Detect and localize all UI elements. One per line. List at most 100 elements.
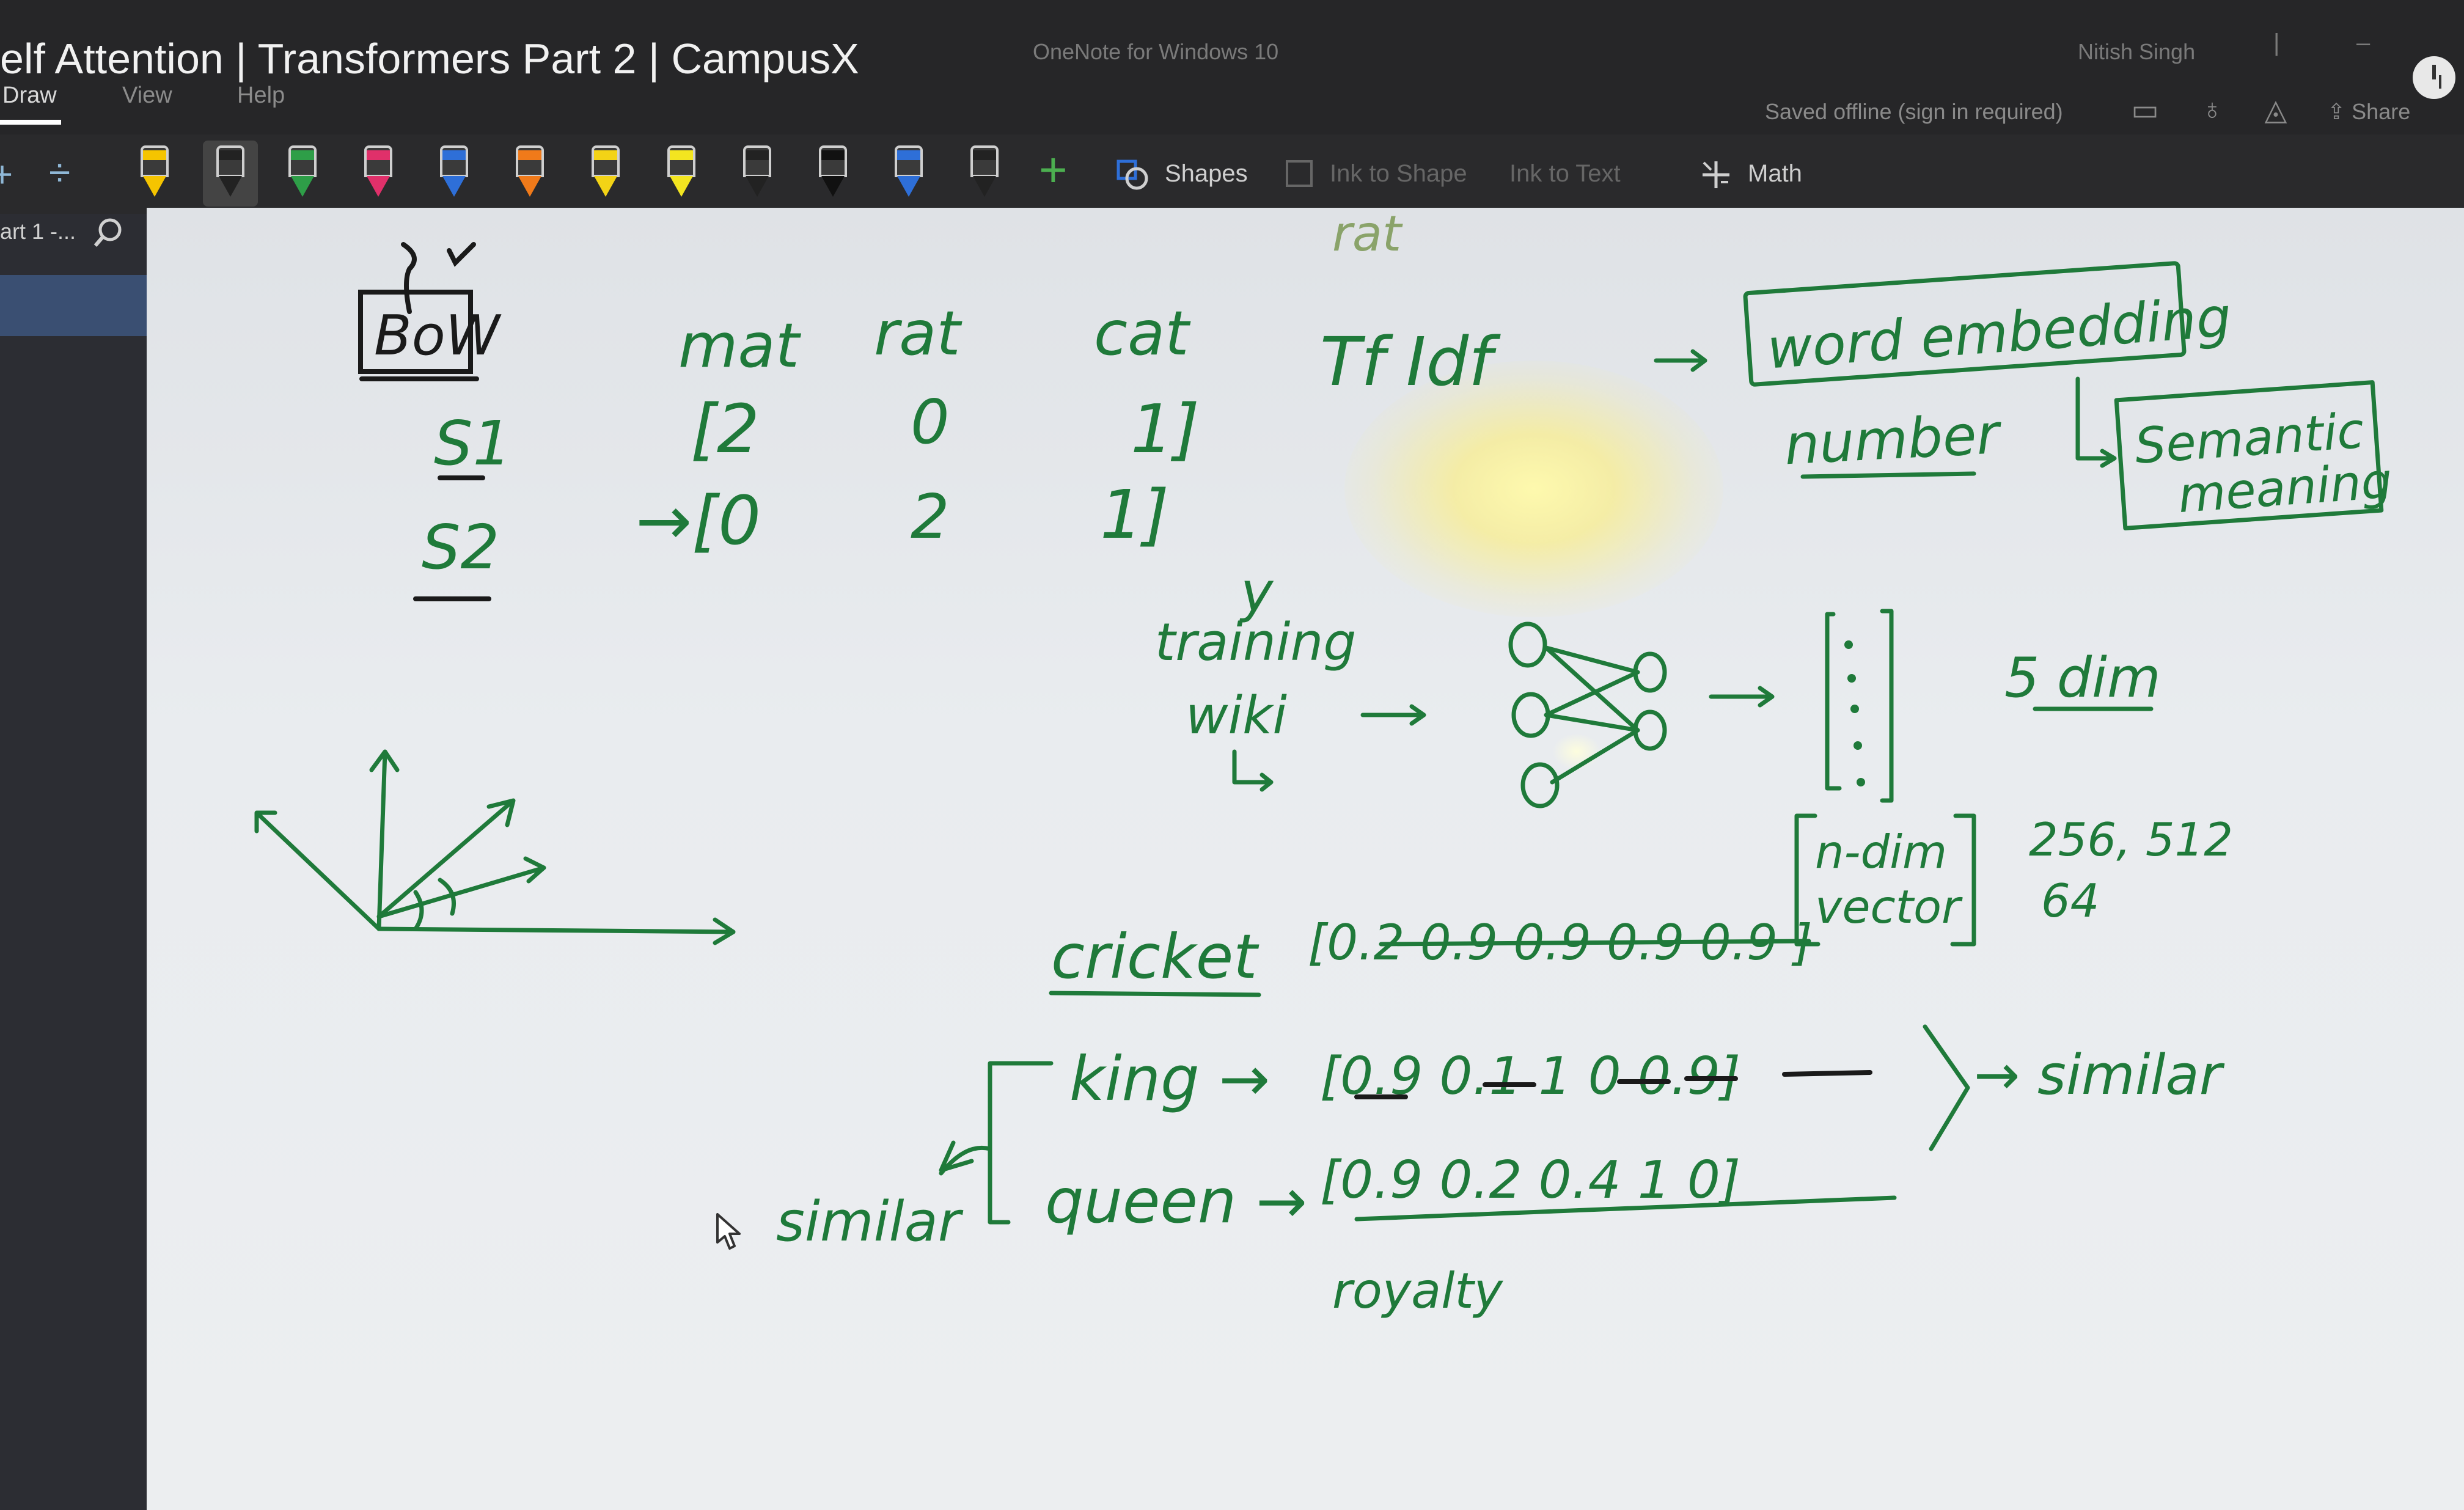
pen-tool-5[interactable]	[502, 141, 557, 207]
title-bar: elf Attention | Transformers Part 2 | Ca…	[0, 0, 2464, 99]
user-name[interactable]: Nitish Singh	[2078, 39, 2196, 64]
rat-top-label: rat	[1332, 205, 1403, 262]
row2-mat: →[0	[636, 482, 761, 560]
window-title: elf Attention | Transformers Part 2 | Ca…	[0, 35, 859, 82]
minimize-icon[interactable]: –	[2356, 29, 2370, 56]
semantic-meaning-box	[2114, 380, 2384, 530]
vector-dots	[1844, 640, 1865, 786]
similar-right-brace	[1923, 1024, 1970, 1151]
pen-tool-7[interactable]	[654, 141, 709, 207]
highlighter-icon	[743, 145, 771, 197]
similar-right-label: → similar	[1974, 1043, 2225, 1107]
highlighter-icon	[667, 145, 695, 197]
word-embedding-box	[1743, 261, 2187, 387]
add-icon[interactable]: +	[0, 154, 13, 195]
pen-icon	[819, 145, 847, 197]
queen-underline	[1354, 1195, 1897, 1222]
search-icon[interactable]	[92, 216, 126, 251]
arrow-to-network	[1360, 704, 1426, 726]
cricket-label: cricket	[1051, 921, 1260, 992]
dims-label: 256, 512	[2029, 813, 2233, 867]
bow-label: BoW	[374, 304, 502, 368]
shapes-icon[interactable]	[1116, 158, 1150, 192]
notification-divider-icon: |	[2273, 29, 2280, 56]
pen-tool-0[interactable]	[127, 141, 182, 207]
ink-to-text-button[interactable]: Ink to Text	[1509, 160, 1621, 187]
row1-mat: [2	[691, 390, 760, 468]
pen-icon	[592, 145, 620, 197]
pen-icon	[216, 145, 244, 197]
row2-rat: 2	[911, 481, 950, 552]
pen-tool-10[interactable]	[881, 141, 936, 207]
selected-page-item[interactable]	[0, 275, 147, 336]
wiki-label: wiki	[1186, 686, 1287, 746]
mouse-cursor-icon	[716, 1213, 741, 1250]
row2-cat: 1]	[1100, 475, 1169, 554]
draw-toolbar: + ÷ + Shapes Ink to Shape Ink to Text Ma…	[0, 134, 2464, 214]
arrow-to-word-embedding	[1654, 349, 1707, 372]
pen-icon	[288, 145, 317, 197]
ink-to-shape-icon[interactable]	[1283, 158, 1318, 192]
pen-tool-4[interactable]	[427, 141, 482, 207]
sticky-notes-icon[interactable]: ▭	[2131, 94, 2159, 126]
five-dim-label: 5 dim	[2004, 646, 2161, 710]
bow-check-mark	[401, 242, 476, 314]
screen-glare	[1344, 361, 1723, 617]
pen-tool-3[interactable]	[351, 141, 406, 207]
y-mark: y	[1239, 560, 1274, 625]
page-list-panel: art 1 -...	[0, 214, 147, 1510]
share-button[interactable]: ⇪ Share	[2327, 99, 2410, 125]
vector-brackets	[1825, 609, 1894, 803]
pen-tool-8[interactable]	[730, 141, 785, 207]
shapes-button[interactable]: Shapes	[1165, 160, 1248, 187]
share-icon: ⇪	[2327, 99, 2352, 124]
tab-draw[interactable]: Draw	[2, 82, 57, 108]
tab-view[interactable]: View	[122, 82, 172, 108]
s2-label: S2	[422, 511, 499, 583]
training-label: training	[1155, 612, 1356, 673]
queen-label: queen →	[1045, 1165, 1307, 1237]
tab-help[interactable]: Help	[237, 82, 285, 108]
arrow-to-vector	[1709, 686, 1775, 708]
pen-tool-6[interactable]	[578, 141, 633, 207]
row1-cat: 1]	[1131, 390, 1200, 468]
cricket-underline	[1379, 939, 1811, 947]
pen-tool-9[interactable]	[805, 141, 860, 207]
n-dim-brackets	[1794, 813, 1976, 947]
similar-bracket	[939, 1061, 1054, 1225]
share-label: Share	[2352, 99, 2411, 124]
pen-icon	[516, 145, 544, 197]
similar-left-label: similar	[776, 1190, 964, 1254]
app-name: OneNote for Windows 10	[1033, 39, 1279, 64]
arrow-to-semantic	[2075, 376, 2117, 468]
lightbulb-icon[interactable]: ♁	[2201, 93, 2223, 126]
pen-tool-11[interactable]	[957, 141, 1012, 207]
ink-to-shape-button[interactable]: Ink to Shape	[1330, 160, 1467, 187]
page-list-item[interactable]: art 1 -...	[0, 219, 76, 244]
pen-icon	[970, 145, 999, 197]
header-rat: rat	[874, 298, 963, 369]
screen-glare-small	[1552, 733, 1601, 770]
vector-space-axes-sketch	[254, 749, 736, 945]
header-mat: mat	[678, 310, 802, 381]
dims-label-2: 64	[2041, 874, 2099, 928]
king-label: king →	[1069, 1043, 1270, 1115]
insert-space-icon[interactable]: ÷	[49, 150, 71, 194]
pen-tool-1[interactable]	[203, 141, 258, 207]
tfidf-label: Tf Idf	[1320, 323, 1501, 401]
sync-status: Saved offline (sign in required)	[1765, 99, 2063, 124]
clock-icon	[2413, 56, 2455, 99]
neural-network-sketch	[1508, 621, 1667, 808]
bell-icon[interactable]: ◬	[2264, 94, 2287, 126]
king-vector-underlines	[1354, 1070, 1872, 1099]
pen-icon	[364, 145, 392, 197]
pen-icon	[440, 145, 468, 197]
bow-box	[358, 290, 473, 374]
pen-tool-2[interactable]	[275, 141, 330, 207]
add-pen-icon[interactable]: +	[1039, 142, 1068, 197]
math-icon[interactable]	[1699, 158, 1733, 192]
wiki-arrow-down	[1232, 749, 1274, 792]
math-button[interactable]: Math	[1748, 160, 1802, 187]
